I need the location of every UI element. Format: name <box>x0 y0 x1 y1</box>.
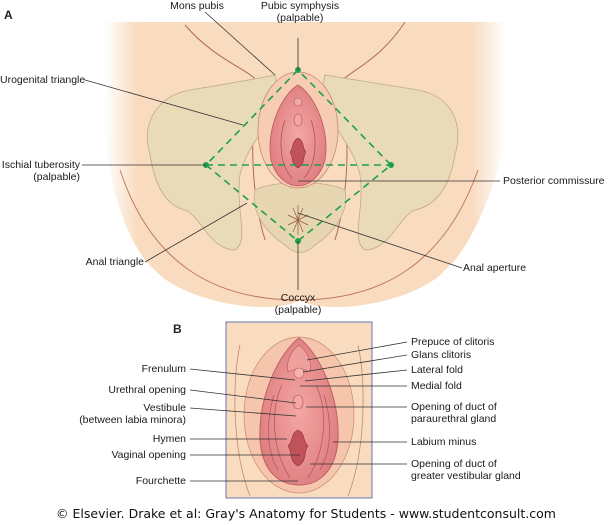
labia-minora-folds <box>280 119 316 179</box>
label-line: (palpable) <box>276 12 324 24</box>
label-line: Opening of duct of <box>411 401 497 413</box>
ischial-tuberosity-right-marker <box>388 162 394 168</box>
label-paraurethral-gland: Opening of duct of paraurethral gland <box>411 401 497 425</box>
vaginal-opening <box>289 137 307 169</box>
label-line: Coccyx <box>280 292 316 304</box>
label-hymen: Hymen <box>152 433 186 445</box>
label-line: (palpable) <box>274 304 322 316</box>
label-urogenital-triangle: Urogenital triangle <box>0 74 86 86</box>
thigh-folds-b <box>234 344 364 497</box>
label-glans-clitoris: Glans clitoris <box>411 349 472 361</box>
label-mons-pubis: Mons pubis <box>170 0 224 12</box>
label-labium-minus: Labium minus <box>411 436 477 448</box>
label-line: Vestibule <box>143 402 186 414</box>
panel-a-drawing <box>82 11 505 308</box>
label-line: Opening of duct of <box>411 458 497 470</box>
vulva-mucosa <box>269 84 327 187</box>
anus <box>287 205 309 235</box>
label-ischial-tuberosity: Ischial tuberosity (palpable) <box>0 159 80 183</box>
panel-a-letter: A <box>4 8 13 22</box>
label-lateral-fold: Lateral fold <box>411 364 463 376</box>
label-vestibule: Vestibule (between labia minora) <box>40 402 186 426</box>
label-anal-aperture: Anal aperture <box>463 262 527 274</box>
labium-minus-folds-b <box>268 384 330 479</box>
urethral-opening-b <box>292 394 304 410</box>
label-pubic-symphysis: Pubic symphysis (palpable) <box>240 0 360 24</box>
label-coccyx: Coccyx (palpable) <box>258 292 338 316</box>
left-pelvic-bone <box>147 74 281 251</box>
label-line: Pubic symphysis <box>260 0 340 12</box>
label-urethral-opening: Urethral opening <box>108 384 186 396</box>
label-line: paraurethral gland <box>411 413 497 425</box>
label-medial-fold: Medial fold <box>411 380 462 392</box>
label-posterior-commissure: Posterior commissure <box>503 175 605 187</box>
label-fourchette: Fourchette <box>135 475 186 487</box>
label-line: greater vestibular gland <box>411 470 521 482</box>
label-line: Ischial tuberosity <box>1 159 80 171</box>
label-line: (palpable) <box>33 171 80 183</box>
perineal-diamond <box>204 68 393 243</box>
label-frenulum: Frenulum <box>141 363 186 375</box>
label-vaginal-opening: Vaginal opening <box>111 449 186 461</box>
leader-lines-b <box>189 341 408 482</box>
label-line: (between labia minora) <box>79 414 186 426</box>
urethral-opening <box>293 113 303 127</box>
leader-lines-a <box>82 11 500 290</box>
panel-b-letter: B <box>173 322 182 336</box>
panel-b-drawing <box>189 321 408 499</box>
label-anal-triangle: Anal triangle <box>85 256 144 268</box>
label-prepuce-of-clitoris: Prepuce of clitoris <box>411 336 495 348</box>
glans-clitoris-b <box>293 367 305 379</box>
clitoris <box>293 97 303 107</box>
copyright-caption: © Elsevier. Drake et al: Gray's Anatomy … <box>56 506 556 521</box>
label-greater-vestibular-gland: Opening of duct of greater vestibular gl… <box>411 458 521 482</box>
vaginal-opening-b <box>287 429 309 467</box>
buttock-contour <box>119 169 479 301</box>
vulva-mucosa-b <box>259 337 339 486</box>
